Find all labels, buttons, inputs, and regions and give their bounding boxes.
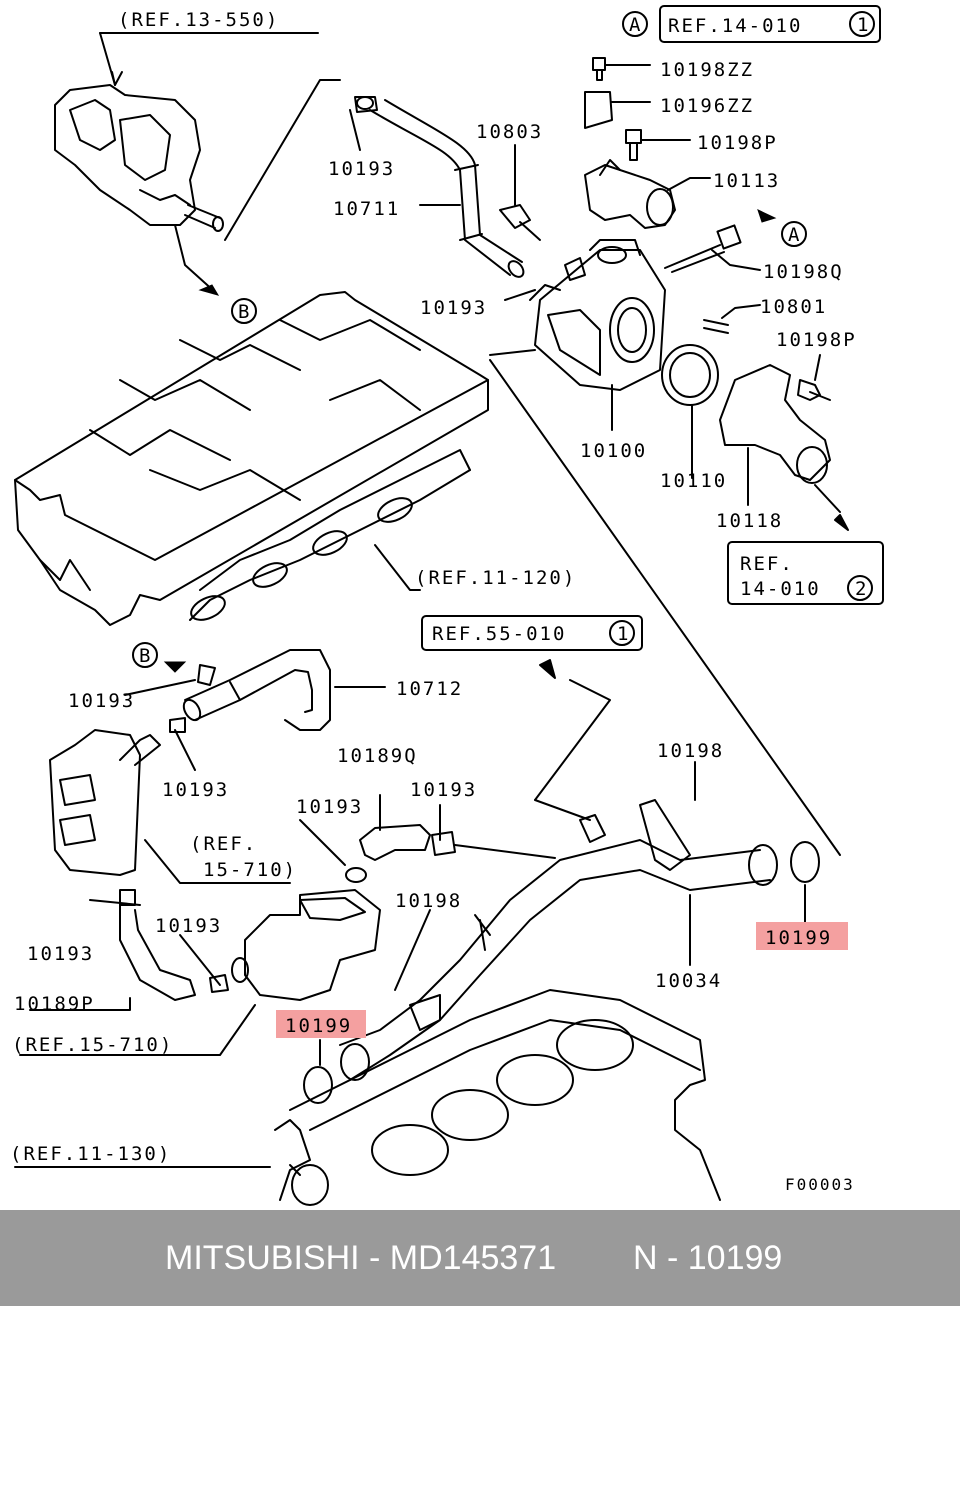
part-10113: 10113 — [713, 170, 780, 192]
thermostat-10110-drawing — [661, 344, 719, 479]
water-pipe-10034-drawing — [303, 659, 820, 1104]
ref-14-010-1-num: 1 — [857, 14, 870, 36]
callout-number: N - 10199 — [633, 1239, 783, 1277]
leader-lines — [29, 109, 696, 1011]
part-10199-left: 10199 — [285, 1015, 352, 1037]
throttle-body-drawing — [54, 32, 341, 293]
part-10118: 10118 — [716, 510, 783, 532]
water-outlet-10113-drawing — [584, 159, 711, 229]
part-10189P: 10189P — [14, 993, 95, 1015]
part-10110: 10110 — [660, 470, 727, 492]
marker-b-top: B — [238, 301, 251, 323]
ref-13-550-label: (REF.13-550) — [118, 9, 279, 31]
brand-part-number: MITSUBISHI - MD145371 — [165, 1239, 557, 1277]
part-10198Q: 10198Q — [763, 261, 844, 283]
marker-b-left: B — [139, 645, 152, 667]
ref-15-710-a-line2: 15-710) — [203, 859, 297, 881]
part-10198ZZ: 10198ZZ — [660, 59, 754, 81]
part-10193-h: 10193 — [27, 943, 94, 965]
part-10193-d: 10193 — [162, 779, 229, 801]
part-10193-a: 10193 — [328, 158, 395, 180]
cylinder-block-drawing — [14, 989, 721, 1206]
part-10712: 10712 — [396, 678, 463, 700]
part-10199-right: 10199 — [765, 927, 832, 949]
part-10193-e: 10193 — [410, 779, 477, 801]
air-valve-drawing — [19, 889, 381, 1056]
water-inlet-10118-drawing — [719, 364, 849, 531]
ref-15-710-b-label: (REF.15-710) — [12, 1034, 173, 1056]
figure-code: F00003 — [785, 1175, 855, 1194]
part-10189Q: 10189Q — [337, 745, 418, 767]
ref-15-710-a-line1: (REF. — [190, 833, 257, 855]
ref-14-010-2-line1: REF. — [740, 553, 794, 575]
ref-55-010-label: REF.55-010 — [432, 623, 566, 645]
part-10193-f: 10193 — [296, 796, 363, 818]
ref-14-010-1-label: REF.14-010 — [668, 15, 802, 37]
part-10198P-top: 10198P — [697, 132, 778, 154]
part-10711: 10711 — [333, 198, 400, 220]
ref-14-010-2-num: 2 — [855, 578, 868, 600]
marker-a-right: A — [788, 224, 801, 246]
part-10193-g: 10193 — [155, 915, 222, 937]
part-10801: 10801 — [760, 296, 827, 318]
part-10193-c: 10193 — [68, 690, 135, 712]
highlight-10199-left — [276, 1010, 366, 1038]
ref-11-120-label: (REF.11-120) — [415, 567, 576, 589]
sensor-10803-drawing — [499, 144, 541, 241]
ref-14-010-2-line2: 14-010 — [740, 578, 821, 600]
hose-10712-drawing — [169, 649, 386, 733]
part-10196ZZ: 10196ZZ — [660, 95, 754, 117]
cylinder-head-drawing — [14, 291, 489, 626]
hose-10711-drawing — [354, 96, 525, 278]
marker-a-top: A — [629, 14, 642, 36]
part-10803: 10803 — [476, 121, 543, 143]
hose-10189Q-drawing — [345, 824, 556, 883]
ref-11-130-label: (REF.11-130) — [10, 1143, 171, 1165]
part-10198-b: 10198 — [395, 890, 462, 912]
left-assembly-drawing — [49, 729, 291, 1001]
part-10193-b: 10193 — [420, 297, 487, 319]
ref-55-010-num: 1 — [617, 623, 630, 645]
highlight-10199-right — [756, 922, 848, 950]
parts-diagram: (REF.13-550) A REF.14-010 1 10198ZZ 1019… — [10, 5, 884, 1206]
part-10034: 10034 — [655, 970, 722, 992]
part-10100: 10100 — [580, 440, 647, 462]
part-10198P-mid: 10198P — [776, 329, 857, 351]
footer-bar: MITSUBISHI - MD145371 N - 10199 — [0, 1210, 960, 1306]
bolts-top-drawing — [584, 57, 831, 401]
thermostat-housing-drawing — [489, 239, 841, 856]
part-10198-a: 10198 — [657, 740, 724, 762]
